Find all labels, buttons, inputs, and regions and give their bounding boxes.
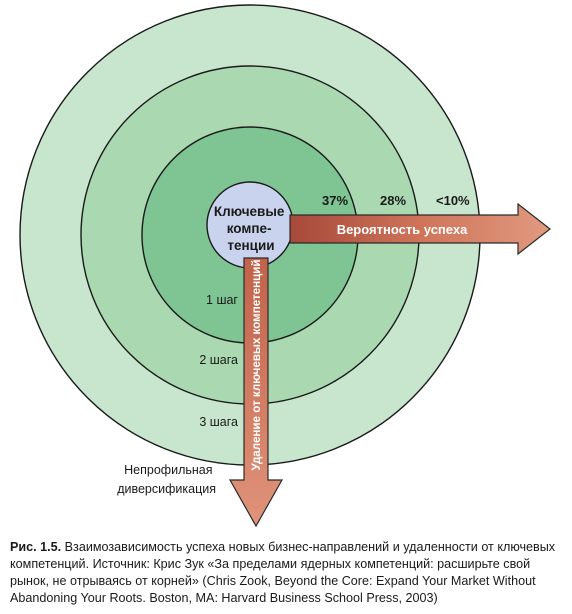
core-label: Ключевые компе- тенции bbox=[214, 204, 288, 253]
core-label-line-3: тенции bbox=[227, 238, 274, 253]
horizontal-arrow bbox=[289, 202, 551, 256]
horizontal-arrow-label: Вероятность успеха bbox=[337, 222, 468, 237]
outer-label-line-1: Непрофильная bbox=[124, 463, 212, 477]
percent-label-core: 37% bbox=[322, 193, 348, 208]
percent-label-ring-2: 28% bbox=[380, 193, 406, 208]
core-label-line-1: Ключевые bbox=[214, 204, 285, 219]
outer-label-line-2: диверсификация bbox=[117, 482, 216, 496]
figure-caption: Рис. 1.5. Взаимозависимость успеха новых… bbox=[10, 539, 566, 607]
figure-caption-label: Рис. 1.5. bbox=[10, 540, 62, 554]
vertical-arrow-label: Удаление от ключевых компетенций bbox=[250, 259, 263, 470]
figure-caption-text: Взаимозависимость успеха новых бизнес-на… bbox=[10, 540, 556, 605]
step-label-3: 3 шага bbox=[199, 415, 238, 429]
core-competencies-diagram: Ключевые компе- тенции 37% 28% <10% Веро… bbox=[19, 4, 551, 528]
core-label-line-2: компе- bbox=[227, 221, 272, 236]
step-label-2: 2 шага bbox=[199, 353, 238, 367]
percent-label-outer: <10% bbox=[436, 193, 470, 208]
vertical-arrow bbox=[228, 257, 284, 528]
outer-label: Непрофильная диверсификация bbox=[117, 463, 216, 496]
step-label-1: 1 шаг bbox=[206, 293, 238, 307]
